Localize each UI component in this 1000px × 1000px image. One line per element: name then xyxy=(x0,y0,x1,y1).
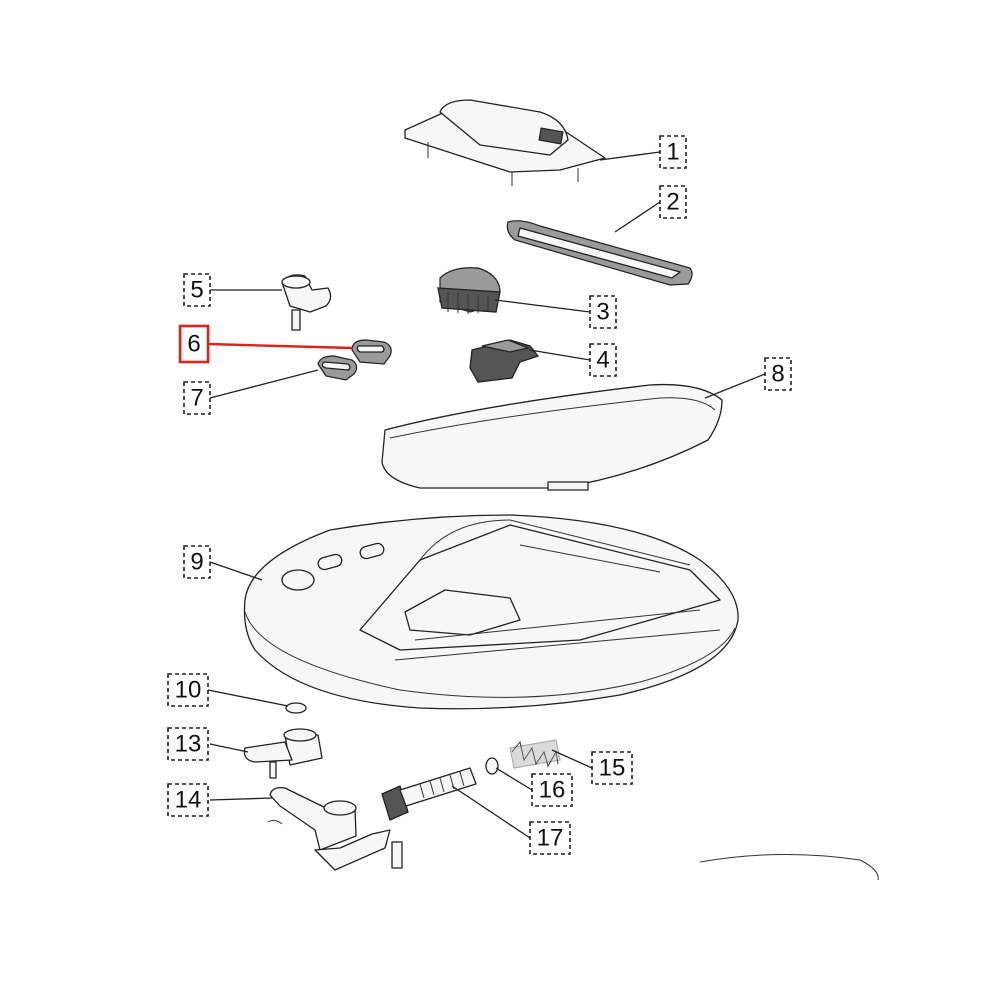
leader-lines xyxy=(207,151,766,839)
bowl-edge-outline xyxy=(699,853,879,881)
callout-label-14: 14 xyxy=(167,783,209,817)
callout-text-8: 8 xyxy=(771,361,784,388)
callout-label-1: 1 xyxy=(659,135,687,169)
callout-label-17: 17 xyxy=(529,821,571,855)
callout-text-6: 6 xyxy=(187,331,200,358)
part-5-valve-knob xyxy=(281,274,332,331)
callout-label-13: 13 xyxy=(167,727,209,761)
callout-text-4: 4 xyxy=(596,347,609,374)
part-3-gear-knob xyxy=(437,267,501,314)
callout-label-8: 8 xyxy=(764,357,792,391)
callout-text-7: 7 xyxy=(190,385,203,412)
part-6-small-cap xyxy=(351,339,392,365)
callout-text-9: 9 xyxy=(190,549,203,576)
part-9-lid-base xyxy=(243,514,739,710)
callout-text-13: 13 xyxy=(175,731,202,758)
callout-label-6: 6 xyxy=(178,324,210,364)
part-4-latch xyxy=(469,339,540,383)
callout-text-16: 16 xyxy=(539,777,566,804)
callout-text-5: 5 xyxy=(190,277,203,304)
part-13-valve-body xyxy=(243,728,323,779)
part-15-spring xyxy=(509,739,561,769)
part-8-lid-cover xyxy=(381,383,723,491)
part-7-small-cap xyxy=(317,355,358,381)
callout-label-10: 10 xyxy=(167,673,209,707)
part-17-threaded-rod xyxy=(381,767,477,821)
callout-text-3: 3 xyxy=(596,299,609,326)
part-10-o-ring xyxy=(285,702,307,714)
callout-label-3: 3 xyxy=(589,295,617,329)
callout-label-16: 16 xyxy=(531,773,573,807)
callout-text-17: 17 xyxy=(537,825,564,852)
part-2-seal-strip xyxy=(506,220,693,286)
part-14-lever-arm xyxy=(267,787,403,871)
callout-label-7: 7 xyxy=(183,381,211,415)
callout-label-5: 5 xyxy=(183,273,211,307)
callout-label-15: 15 xyxy=(591,751,633,785)
callout-text-15: 15 xyxy=(599,755,626,782)
callout-text-10: 10 xyxy=(175,677,202,704)
callout-text-2: 2 xyxy=(666,189,679,216)
callout-label-9: 9 xyxy=(183,545,211,579)
callout-label-4: 4 xyxy=(589,343,617,377)
callout-text-1: 1 xyxy=(666,139,679,166)
callout-text-14: 14 xyxy=(175,787,202,814)
part-16-small-ring xyxy=(485,757,499,775)
callout-label-2: 2 xyxy=(659,185,687,219)
part-1-handle-cover xyxy=(404,99,606,186)
